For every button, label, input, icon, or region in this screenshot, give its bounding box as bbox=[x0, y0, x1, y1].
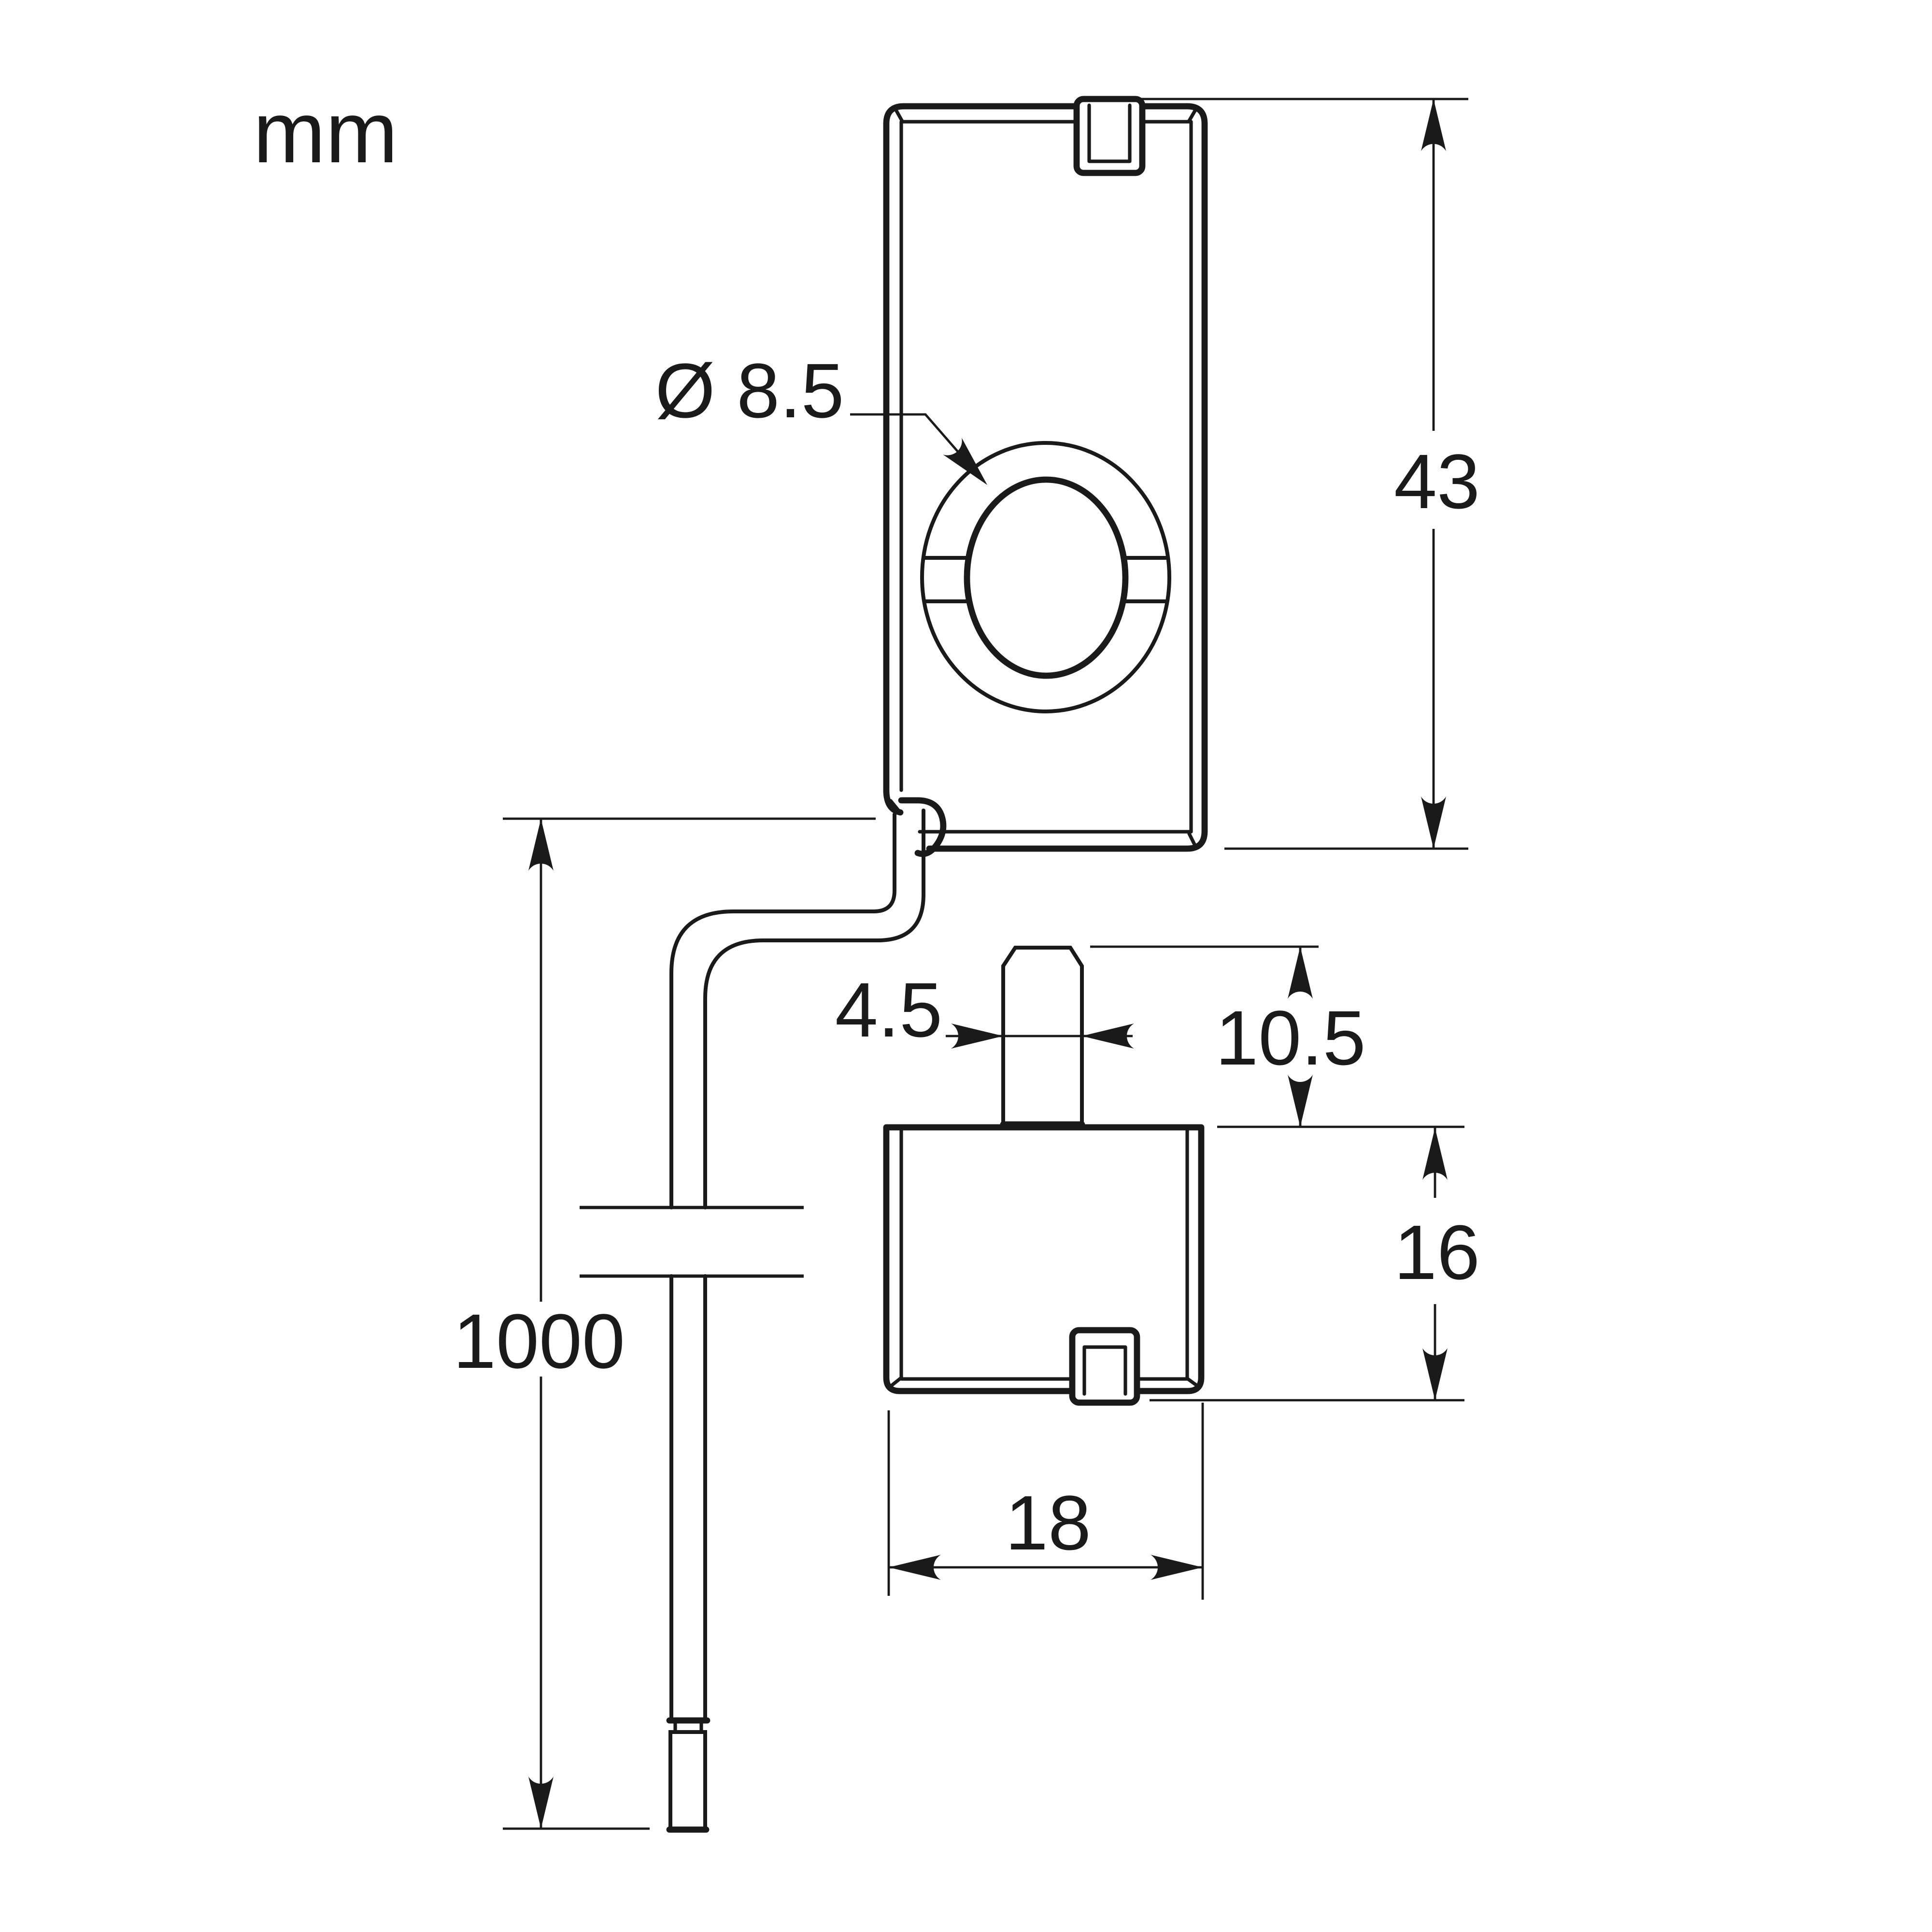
units-label: mm bbox=[253, 84, 398, 181]
hole-diameter-arrowhead bbox=[943, 438, 997, 494]
cable-left-edge bbox=[669, 812, 896, 1209]
pin-width-arrow-left bbox=[1082, 1023, 1134, 1049]
cable-length-label: 1000 bbox=[453, 1298, 625, 1384]
body-bottom-tab bbox=[1069, 1327, 1140, 1406]
pin-height-arrow-down bbox=[1288, 1075, 1313, 1127]
dim-body-width: 18 bbox=[887, 1403, 1204, 1600]
plate-notch-hook bbox=[898, 797, 947, 857]
body-corner-bevels bbox=[889, 1377, 1200, 1388]
dimensions: Ø 8.5 43 1000 4.5 bbox=[453, 98, 1480, 1830]
pin-width-arrow-right bbox=[951, 1023, 1003, 1049]
body-width-label: 18 bbox=[1005, 1479, 1091, 1566]
cable-length-ext-lines bbox=[503, 817, 876, 1830]
plate-top-tab-bevel bbox=[1087, 103, 1132, 163]
pin-width-label: 4.5 bbox=[835, 966, 942, 1053]
pin-height-label: 10.5 bbox=[1215, 994, 1365, 1081]
plate-outline bbox=[883, 103, 1208, 852]
connector-pin bbox=[668, 1730, 707, 1832]
dim-pin-width: 4.5 bbox=[835, 966, 1134, 1053]
body-height-arrow-down bbox=[1422, 1348, 1448, 1400]
body-height-arrow-up bbox=[1422, 1128, 1448, 1180]
hole-diameter-label: Ø 8.5 bbox=[655, 347, 844, 434]
body-bottom-tab-bevel bbox=[1082, 1345, 1127, 1396]
plate-inner-edges bbox=[899, 120, 1193, 834]
dim-plate-height: 43 bbox=[1140, 98, 1480, 850]
plate-height-arrow-down bbox=[1421, 796, 1446, 849]
plate-top-tab bbox=[1073, 96, 1146, 176]
pin-height-ext-lines bbox=[1090, 945, 1464, 1128]
sensor-body bbox=[883, 946, 1205, 1406]
cable-length-arrow-down bbox=[528, 1776, 554, 1829]
body-width-arrow-right bbox=[1151, 1555, 1203, 1580]
collar-slot-lines bbox=[922, 556, 1170, 603]
body-width-arrow-left bbox=[889, 1555, 941, 1580]
body-outline bbox=[883, 1124, 1205, 1394]
plate-height-ext-lines bbox=[1140, 98, 1468, 850]
plate-height-label: 43 bbox=[1394, 438, 1480, 525]
collar-hole bbox=[964, 476, 1129, 679]
pin-height-arrow-up bbox=[1288, 947, 1313, 999]
cable-length-arrow-up bbox=[528, 819, 554, 871]
dim-pin-height: 10.5 bbox=[1090, 945, 1464, 1128]
dim-hole-diameter: Ø 8.5 bbox=[655, 347, 997, 494]
hole-diameter-leader bbox=[850, 413, 979, 475]
body-inner-edges bbox=[899, 1128, 1189, 1381]
dim-body-height: 16 bbox=[1150, 1128, 1480, 1402]
plate-height-arrow-up bbox=[1421, 99, 1446, 151]
cable-right-edge bbox=[703, 809, 925, 1209]
cable-break-symbol bbox=[580, 1206, 804, 1278]
cable-lower-run bbox=[669, 1274, 707, 1722]
clip-plate bbox=[883, 96, 1208, 857]
dim-cable-length: 1000 bbox=[453, 817, 876, 1830]
collar-outer-ring bbox=[920, 441, 1171, 713]
cable bbox=[580, 809, 925, 1833]
plate-corner-bevels bbox=[889, 107, 1198, 847]
body-height-label: 16 bbox=[1394, 1209, 1480, 1295]
body-pin bbox=[1001, 946, 1084, 1128]
